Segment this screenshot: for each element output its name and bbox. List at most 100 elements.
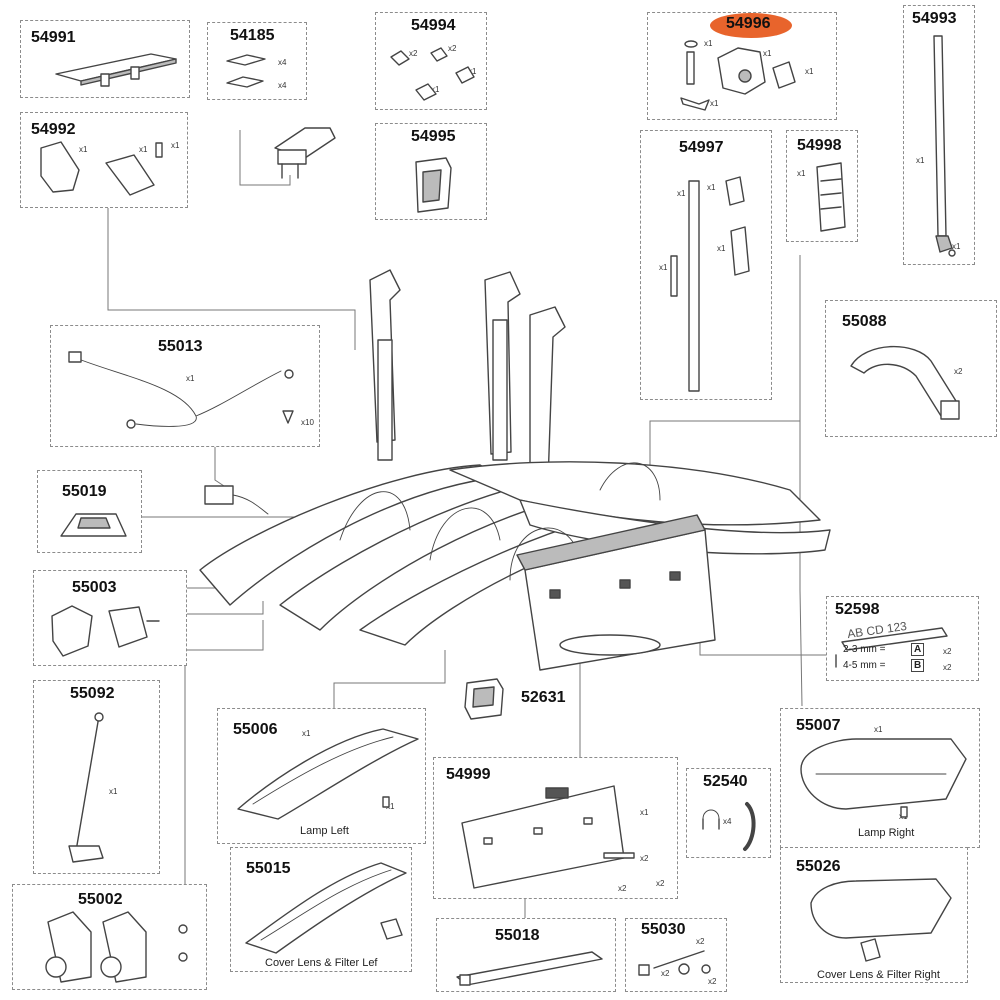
part-box-52598: 52598 AB CD 123 2-3 mm = A x2 4-5 mm = B… [826, 596, 979, 681]
quantity-label: x2 [943, 647, 952, 656]
part-number-54996: 54996 [726, 15, 771, 32]
quantity-label: x1 [186, 374, 195, 383]
quantity-label: x4 [278, 58, 287, 67]
part-box-54992: 54992 x1 x1 x1 [20, 112, 188, 208]
quantity-label: x2 [640, 854, 649, 863]
strap-pad-icon [816, 162, 846, 232]
handle-icon [850, 345, 960, 420]
lamp-left-icon [237, 728, 419, 820]
part-number-55030: 55030 [641, 921, 686, 938]
part-number-55026: 55026 [796, 858, 841, 875]
quantity-label: x1 [79, 145, 88, 154]
ratchet-clamp-icon [40, 141, 163, 196]
part-box-55013: 55013 x1 x10 [50, 325, 320, 447]
part-number-55007: 55007 [796, 717, 841, 734]
part-number-54185: 54185 [230, 27, 275, 44]
part-box-55019: 55019 [37, 470, 142, 553]
cover-lens-left-icon [245, 862, 407, 954]
part-number-52540: 52540 [703, 773, 748, 790]
part-box-55015: 55015 Cover Lens & Filter Lef [230, 847, 412, 972]
quantity-label: x1 [763, 49, 772, 58]
part-box-54993: 54993 x1 x1 [903, 5, 975, 265]
quantity-label: x1 [659, 263, 668, 272]
u-bolt-icon [702, 802, 756, 851]
cover-lens-left-caption: Cover Lens & Filter Lef [265, 957, 378, 969]
bike-carrier-assembly-illustration [199, 269, 831, 671]
part-number-55018: 55018 [495, 927, 540, 944]
strap-icon [933, 35, 956, 257]
part-number-54999: 54999 [446, 766, 491, 783]
quantity-label: x1 [468, 67, 477, 76]
quantity-label: x4 [723, 817, 732, 826]
foot-clamp-icon [274, 127, 336, 179]
part-box-55026: 55026 Cover Lens & Filter Right [780, 847, 968, 983]
lamp-right-caption: Lamp Right [858, 827, 915, 839]
wiring-harness-icon [68, 351, 294, 429]
quantity-label: x1 [431, 85, 440, 94]
part-box-55030: 55030 x2 x2 x2 [625, 918, 727, 992]
part-box-54997: 54997 x1 x1 x1 x1 [640, 130, 772, 400]
part-number-55019: 55019 [62, 483, 107, 500]
quantity-label: x2 [618, 884, 627, 893]
part-box-55088: 55088 x2 [825, 300, 997, 437]
quantity-label: x2 [661, 969, 670, 978]
hook-bracket-icon [415, 157, 452, 213]
part-number-55088: 55088 [842, 313, 887, 330]
quantity-label: x1 [710, 99, 719, 108]
part-number-52598: 52598 [835, 601, 880, 618]
quantity-label: x1 [171, 141, 180, 150]
spacing-row-a-label: 2-3 mm = [843, 644, 886, 655]
part-box-54995: 54995 [375, 123, 487, 220]
end-cap-icon [51, 605, 160, 657]
part-number-55015: 55015 [246, 860, 291, 877]
part-box-55007: 55007 x1 x1 Lamp Right [780, 708, 980, 848]
part-number-54994: 54994 [411, 17, 456, 34]
quantity-label: x1 [717, 244, 726, 253]
quantity-label: x1 [874, 725, 883, 734]
part-box-55018: 55018 [436, 918, 616, 992]
clamp-lever-icon [226, 54, 266, 88]
quantity-label: x1 [707, 183, 716, 192]
quantity-label: x1 [677, 189, 686, 198]
part-box-55006: 55006 x1 x1 Lamp Left [217, 708, 426, 844]
lamp-left-caption: Lamp Left [300, 825, 349, 837]
license-plate-holder-icon [461, 785, 635, 889]
part-box-55002: 55002 [12, 884, 207, 990]
quantity-label: x1 [952, 242, 961, 251]
part-number-55003: 55003 [72, 579, 117, 596]
part-number-55006: 55006 [233, 721, 278, 738]
part-box-54999: 54999 x1 x2 x2 x2 [433, 757, 678, 899]
part-box-55003: 55003 [33, 570, 187, 666]
quantity-label: x1 [640, 808, 649, 817]
part-number-54991: 54991 [31, 29, 76, 46]
highlight-marker [710, 13, 792, 38]
clips-icon [390, 47, 475, 101]
cover-lens-right-caption: Cover Lens & Filter Right [817, 969, 940, 981]
part-number-54993: 54993 [912, 10, 957, 27]
lock-knob-icon [680, 40, 796, 111]
quantity-label: x2 [696, 937, 705, 946]
part-box-54991: 54991 [20, 20, 190, 98]
part-number-54998: 54998 [797, 137, 842, 154]
quantity-label: x10 [301, 418, 314, 427]
part-number-55013: 55013 [158, 338, 203, 355]
part-number-52631: 52631 [521, 689, 566, 706]
quantity-label: x2 [943, 663, 952, 672]
part-box-55092: 55092 x1 [33, 680, 160, 874]
mounting-rail-icon [55, 53, 177, 87]
part-number-54997: 54997 [679, 139, 724, 156]
quantity-label: x1 [916, 156, 925, 165]
part-number-55092: 55092 [70, 685, 115, 702]
part-number-54995: 54995 [411, 128, 456, 145]
part-box-52540: 52540 x4 [686, 768, 771, 858]
spacing-row-b-label: 4-5 mm = [843, 660, 886, 671]
quantity-label: x2 [448, 44, 457, 53]
quantity-label: x2 [656, 879, 665, 888]
spacing-row-b-letter: B [911, 659, 925, 672]
quantity-label: x1 [704, 39, 713, 48]
quantity-label: x1 [797, 169, 806, 178]
quantity-label: x4 [278, 81, 287, 90]
holder-block-icon [60, 513, 127, 537]
quantity-label: x1 [805, 67, 814, 76]
